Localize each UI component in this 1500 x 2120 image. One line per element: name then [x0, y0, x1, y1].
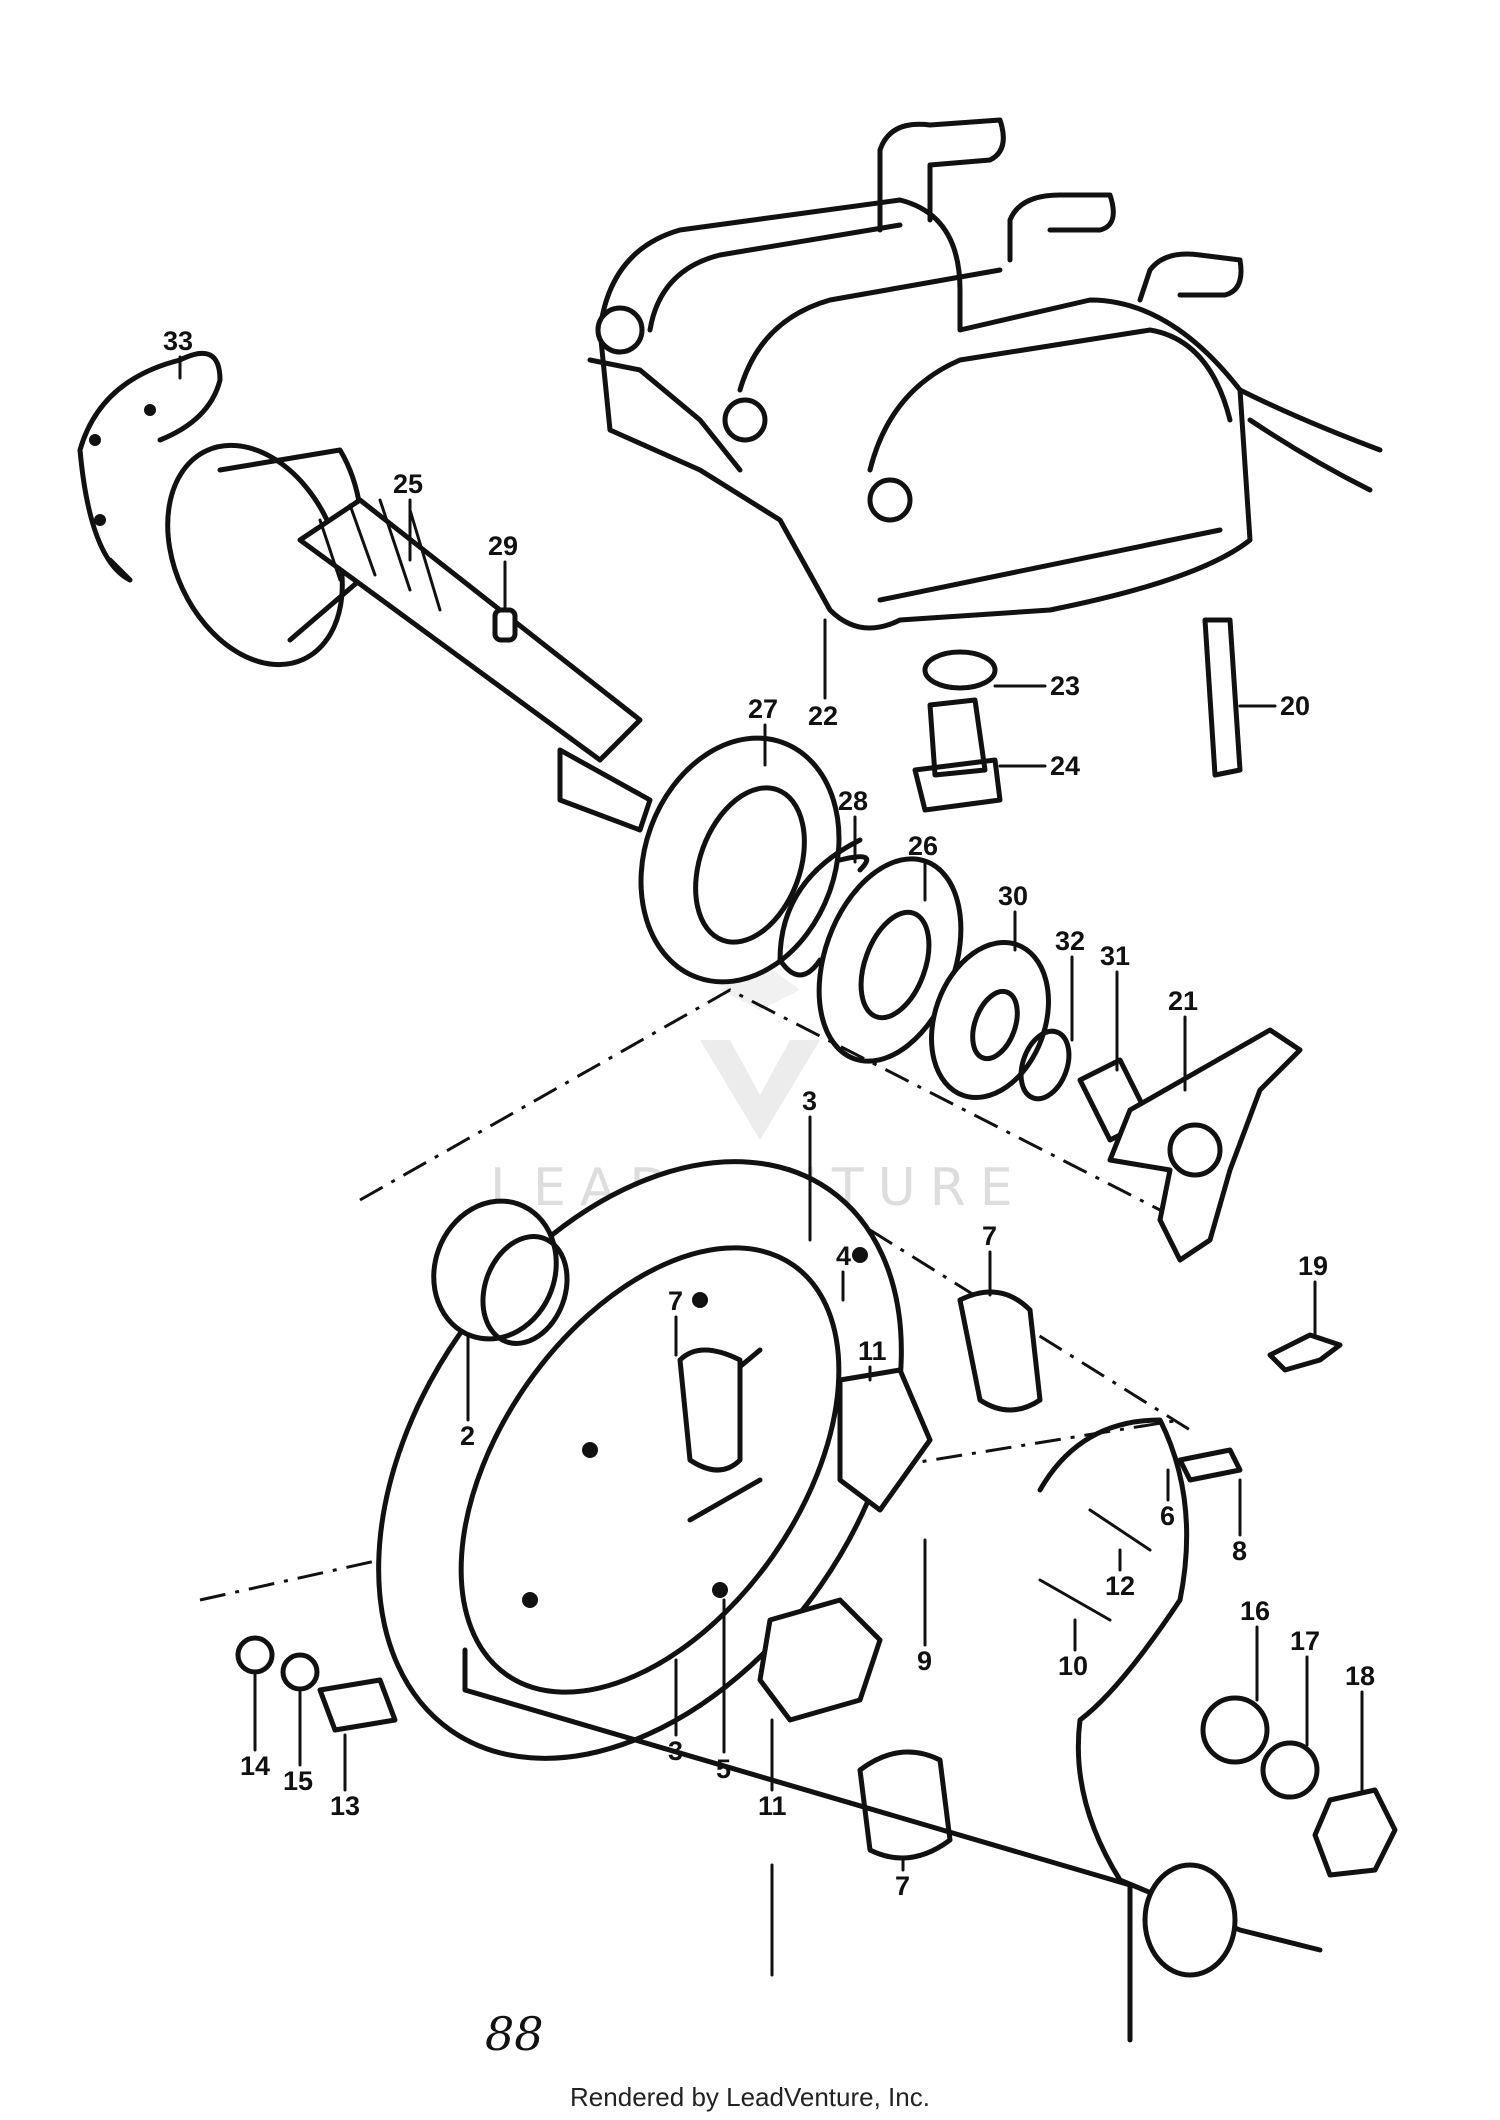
contact-breaker-11: [837, 1367, 933, 1513]
callout-3-bottom: 3: [668, 1736, 683, 1766]
assembly-bracket: [462, 1647, 1133, 2043]
callout-7-bottom: 7: [895, 1871, 910, 1901]
callout-11-bottom: 11: [758, 1791, 787, 1821]
callout-17: 17: [1290, 1626, 1320, 1656]
governor-plate-21: [1107, 1027, 1303, 1263]
condenser-right-7: [957, 1289, 1043, 1413]
bushing-2-face: [480, 1234, 570, 1346]
callout-2: 2: [460, 1421, 475, 1451]
callout-7-right: 7: [982, 1221, 997, 1251]
bolt-24: [912, 697, 1003, 813]
callout-21: 21: [1168, 986, 1198, 1016]
callout-13: 13: [330, 1791, 360, 1821]
washer-14: [235, 1635, 275, 1675]
callout-23: 23: [1050, 671, 1080, 701]
callout-5: 5: [716, 1754, 731, 1784]
screw-12: [1088, 1508, 1152, 1552]
condenser-upper-7: [677, 1347, 743, 1473]
washer-23: [922, 649, 998, 691]
callout-16: 16: [1240, 1596, 1270, 1626]
nut-18: [1312, 1787, 1398, 1878]
washer-17: [1260, 1740, 1320, 1800]
callout-15: 15: [283, 1766, 313, 1796]
callout-22: 22: [808, 701, 838, 731]
callout-30: 30: [998, 881, 1028, 911]
governor-hole: [1167, 1122, 1223, 1178]
callout-10: 10: [1058, 1651, 1088, 1681]
clip-19: [1267, 1332, 1343, 1373]
callout-24: 24: [1050, 751, 1080, 781]
screw-8: [1177, 1447, 1243, 1483]
callout-7-left: 7: [668, 1286, 683, 1316]
grommet: [1142, 1862, 1238, 1978]
ignition-coil-assembly: [587, 117, 1383, 631]
washer-16: [1200, 1695, 1270, 1765]
callout-27: 27: [748, 694, 778, 724]
callout-28: 28: [838, 786, 868, 816]
watermark-logo: [700, 960, 820, 1140]
callout-labels: 33 25 29 22 23 24 20 27 28 26 30 32 31 2…: [163, 326, 1375, 1901]
callout-11-top: 11: [858, 1336, 887, 1366]
wiring-harness: [1037, 1417, 1323, 1953]
callout-18: 18: [1345, 1661, 1375, 1691]
contact-breaker-lower-11: [757, 1597, 883, 1723]
condenser-lower-7: [857, 1749, 953, 1861]
callout-26: 26: [908, 831, 938, 861]
callout-29: 29: [488, 531, 518, 561]
callout-14: 14: [240, 1751, 270, 1781]
callout-20: 20: [1280, 691, 1310, 721]
callout-4: 4: [836, 1241, 851, 1271]
callout-19: 19: [1298, 1251, 1328, 1281]
screw-13: [317, 1677, 398, 1733]
callout-3-top: 3: [802, 1086, 817, 1116]
page-number: 88: [485, 2007, 544, 2061]
callout-32: 32: [1055, 926, 1085, 956]
shaft-assembly: [77, 350, 653, 833]
callout-9: 9: [917, 1646, 932, 1676]
pin-20: [1202, 617, 1243, 778]
callout-33: 33: [163, 326, 193, 356]
guide-line-1: [359, 988, 1161, 1212]
washer-15: [280, 1652, 320, 1692]
screw-10: [1038, 1578, 1112, 1622]
callout-6: 6: [1160, 1501, 1175, 1531]
footer-credit: Rendered by LeadVenture, Inc.: [570, 2082, 930, 2112]
callout-8: 8: [1232, 1536, 1247, 1566]
callout-12: 12: [1105, 1571, 1135, 1601]
bearing-stack: [638, 735, 1153, 1143]
part-29: [492, 607, 518, 643]
callout-25: 25: [393, 469, 423, 499]
callout-31: 31: [1100, 941, 1130, 971]
